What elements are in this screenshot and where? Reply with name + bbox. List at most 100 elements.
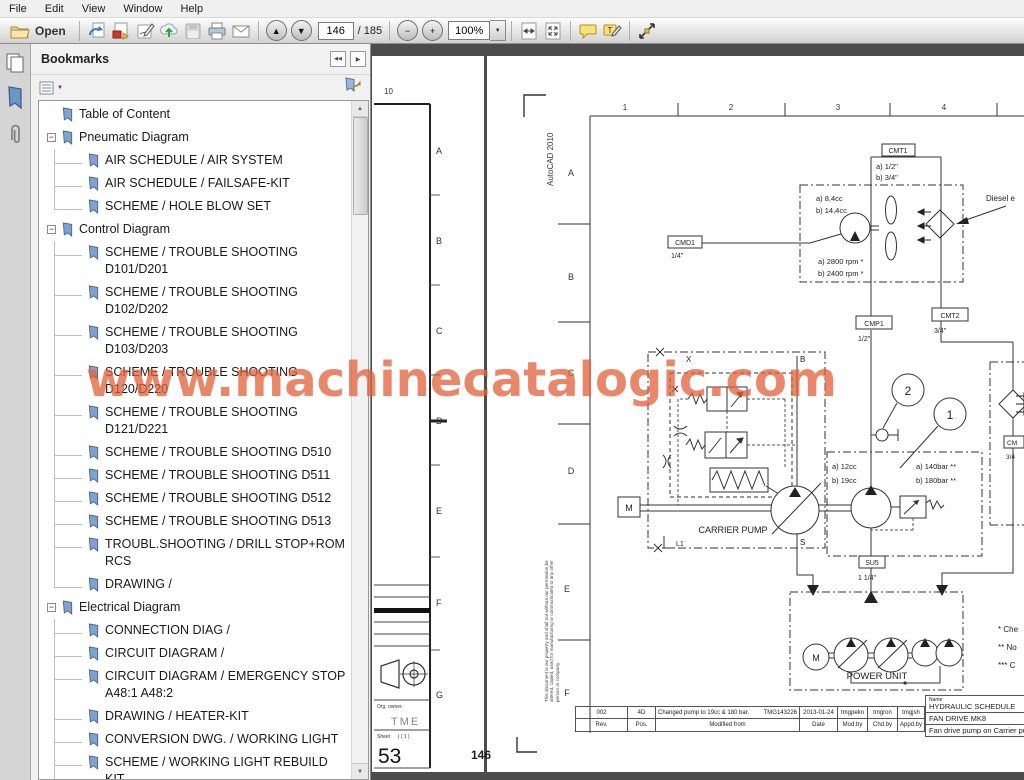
bookmark-item[interactable]: SCHEME / TROUBLE SHOOTING D121/D221 (39, 401, 350, 442)
collapse-panel-button[interactable]: ◀◀ (330, 51, 346, 67)
bookmark-item[interactable]: AIR SCHEDULE / FAILSAFE-KIT (39, 172, 350, 196)
bookmark-icon (88, 755, 99, 770)
cooler-symbol (925, 209, 955, 239)
cmd1-label: CMD1 (675, 240, 695, 247)
rev-appdby: tmgjsh (898, 706, 925, 719)
bookmark-item[interactable]: SCHEME / HOLE BLOW SET (39, 195, 350, 218)
property-notice: This document is our property and shall … (544, 560, 560, 702)
scrollbar-thumb[interactable] (353, 117, 368, 215)
bookmarks-panel: Bookmarks ◀◀ ▶ ▼ Table of Content−Pneuma… (31, 44, 371, 780)
previous-page-button[interactable]: ▲ (265, 20, 287, 41)
page-number-input[interactable] (317, 21, 354, 40)
bookmark-item[interactable]: CONVERSION DWG. / WORKING LIGHT (39, 728, 350, 752)
tree-connector (47, 533, 87, 574)
bookmark-item[interactable]: Table of Content (39, 103, 350, 126)
diesel-engine-label: Diesel e (986, 194, 1015, 203)
tree-connector (47, 241, 87, 282)
menu-window[interactable]: Window (123, 2, 163, 15)
bookmark-icon (88, 491, 99, 506)
cmt1-label: CMT1 (888, 148, 907, 155)
bookmark-item[interactable]: − Pneumatic Diagram (39, 126, 350, 149)
print-button[interactable] (205, 20, 229, 42)
bookmark-item[interactable]: SCHEME / TROUBLE SHOOTING D512 (39, 487, 350, 511)
bookmark-icon (88, 405, 99, 420)
comment-button[interactable] (576, 20, 600, 42)
create-pdf-button[interactable] (109, 20, 133, 42)
zoom-level-input[interactable]: 100% (448, 21, 491, 40)
send-file-button[interactable] (85, 20, 109, 42)
bookmark-item[interactable]: CONNECTION DIAG / (39, 619, 350, 643)
bookmark-item[interactable]: SCHEME / TROUBLE SHOOTING D510 (39, 441, 350, 465)
tree-connector (47, 321, 87, 362)
bookmark-label: Pneumatic Diagram (79, 130, 189, 144)
bookmark-icon (88, 732, 99, 747)
next-page-button[interactable]: ▼ (290, 20, 312, 41)
bookmark-item[interactable]: SCHEME / TROUBLE SHOOTING D103/D203 (39, 321, 350, 362)
collapse-toggle[interactable]: − (47, 132, 56, 142)
scroll-up-button[interactable]: ▲ (352, 101, 368, 117)
footnote-1: * Che (998, 625, 1019, 634)
menu-edit[interactable]: Edit (44, 2, 64, 15)
bookmark-item[interactable]: CIRCUIT DIAGRAM / (39, 642, 350, 666)
menu-file[interactable]: File (9, 2, 27, 15)
svg-text:a) 8,4cc: a) 8,4cc (816, 194, 843, 203)
rev-pos: 4D (628, 706, 656, 719)
svg-text:D: D (568, 466, 575, 476)
collapse-toggle[interactable]: − (47, 224, 56, 234)
export-bookmarks-button[interactable] (343, 77, 362, 99)
sign-button[interactable] (133, 20, 157, 42)
bookmark-label: SCHEME / TROUBLE SHOOTING D510 (105, 445, 332, 459)
menu-help[interactable]: Help (180, 2, 204, 15)
bookmark-item[interactable]: SCHEME / TROUBLE SHOOTING D102/D202 (39, 281, 350, 322)
zoom-out-button[interactable]: − (397, 20, 419, 41)
bookmark-icon (88, 537, 99, 552)
page-thumbnails-button[interactable] (0, 52, 30, 74)
svg-text:a) 1/2": a) 1/2" (876, 162, 898, 171)
fit-width-button[interactable] (517, 20, 541, 42)
separator (389, 20, 391, 41)
attachments-button[interactable] (0, 122, 30, 146)
bookmark-item[interactable]: CIRCUIT DIAGRAM / EMERGENCY STOP A48:1 A… (39, 665, 350, 706)
bookmark-item[interactable]: DRAWING / HEATER-KIT (39, 705, 350, 729)
bookmark-icon (88, 577, 99, 592)
left-page[interactable] (372, 56, 484, 772)
power-unit-label: POWER UNIT (847, 671, 908, 682)
save-button[interactable] (181, 20, 205, 42)
bookmark-item[interactable]: SCHEME / TROUBLE SHOOTING D511 (39, 464, 350, 488)
text-annotation-button[interactable]: T (600, 20, 624, 42)
scroll-down-button[interactable]: ▼ (352, 763, 368, 779)
bookmark-item[interactable]: AIR SCHEDULE / AIR SYSTEM (39, 149, 350, 173)
bookmark-item[interactable]: DRAWING / (39, 573, 350, 596)
org-owner-value: TME (391, 716, 420, 728)
tree-connector (47, 149, 87, 173)
email-button[interactable] (229, 20, 253, 42)
zoom-in-button[interactable]: + (422, 20, 444, 41)
upload-cloud-button[interactable] (157, 20, 181, 42)
bookmark-item[interactable]: SCHEME / TROUBLE SHOOTING D513 (39, 510, 350, 534)
collapse-toggle[interactable]: − (47, 602, 56, 612)
panel-options-row: ▼ (31, 75, 370, 101)
scrollbar[interactable]: ▲ ▼ (351, 101, 368, 779)
svg-text:b) 3/4": b) 3/4" (876, 173, 898, 182)
rev-chdby: tmgron (868, 706, 898, 719)
menu-view[interactable]: View (81, 2, 106, 15)
hydraulic-schematic: 10 A B C D E F G Org. (372, 56, 1024, 772)
bookmark-item[interactable]: SCHEME / TROUBLE SHOOTING D101/D201 (39, 241, 350, 282)
bookmark-item[interactable]: −Control Diagram (39, 218, 350, 241)
bookmark-icon (88, 153, 99, 168)
open-button[interactable]: Open (6, 19, 74, 43)
fullscreen-button[interactable] (635, 20, 659, 42)
port-x: X (686, 355, 692, 364)
bookmark-item[interactable]: SCHEME / TROUBLE SHOOTING D120/D220 (39, 361, 350, 402)
svg-text:a) 140bar **: a) 140bar ** (916, 462, 956, 471)
bookmark-item[interactable]: SCHEME / WORKING LIGHT REBUILD KIT (39, 751, 350, 779)
bookmarks-panel-button[interactable] (0, 86, 30, 110)
sheet-number: 53 (378, 745, 401, 768)
bookmark-label: CONVERSION DWG. / WORKING LIGHT (105, 732, 339, 746)
options-menu-button[interactable]: ▼ (39, 81, 63, 95)
fit-page-button[interactable] (541, 20, 565, 42)
zoom-dropdown-button[interactable]: ▼ (490, 20, 507, 41)
bookmark-item[interactable]: TROUBL.SHOOTING / DRILL STOP+ROM RCS (39, 533, 350, 574)
bookmark-item[interactable]: −Electrical Diagram (39, 596, 350, 619)
expand-panel-button[interactable]: ▶ (350, 51, 366, 67)
